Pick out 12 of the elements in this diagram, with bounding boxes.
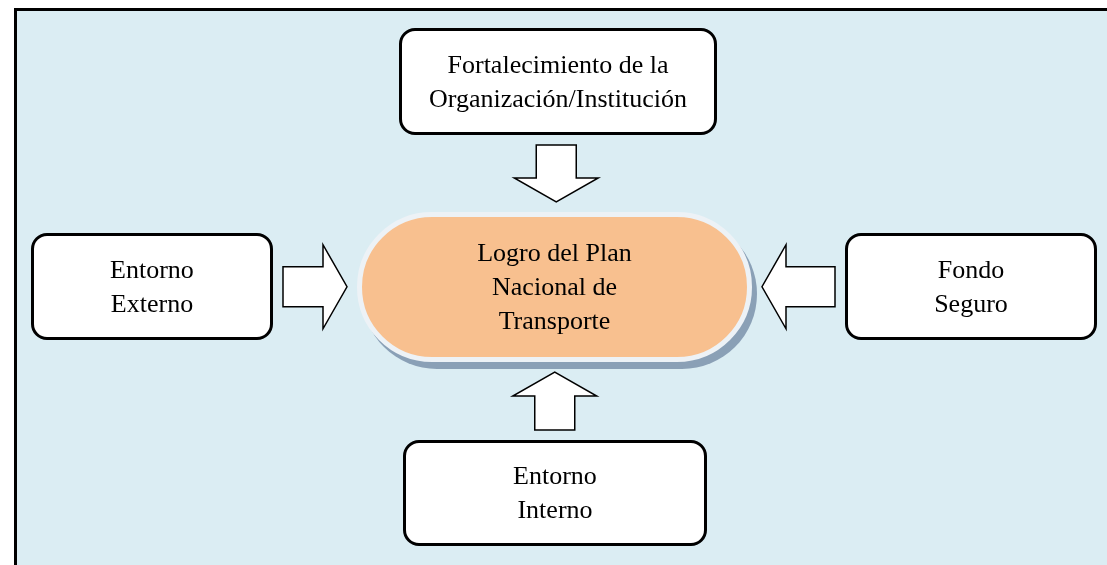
factor-box xyxy=(403,440,707,546)
factor-box xyxy=(31,233,273,340)
block-arrow xyxy=(511,144,602,203)
node-label: Fondo Seguro xyxy=(933,253,1009,320)
block-arrow xyxy=(282,241,348,332)
node-label: Entorno Externo xyxy=(109,253,195,320)
block-arrow xyxy=(761,241,836,332)
node-label: Logro del Plan Nacional de Transporte xyxy=(476,237,633,337)
factor-box xyxy=(399,28,717,135)
factor-box xyxy=(845,233,1097,340)
node-label: Fortalecimiento de la Organización/Institución xyxy=(428,48,688,115)
node-label: Entorno Interno xyxy=(512,460,598,526)
